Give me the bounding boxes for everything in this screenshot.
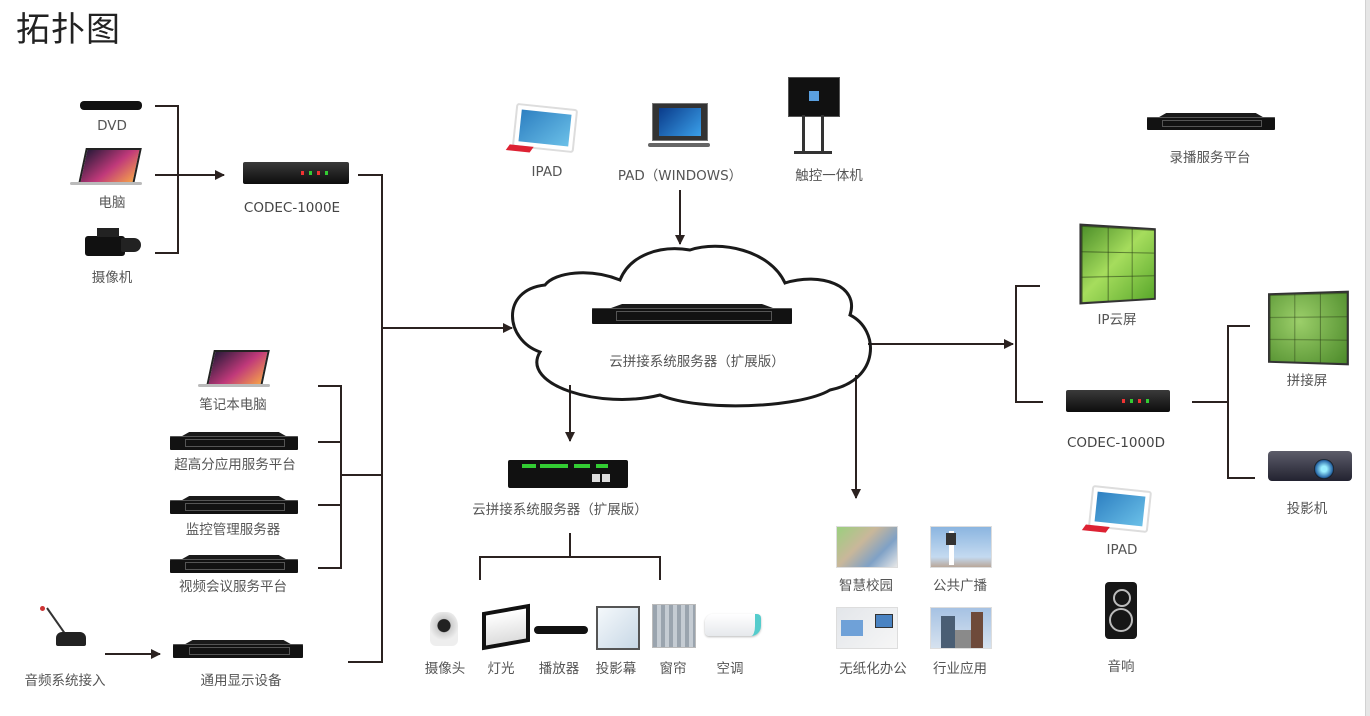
display-device-icon (173, 644, 303, 658)
notebook-label: 笔记本电脑 (199, 397, 267, 413)
air-conditioner-icon (705, 614, 761, 636)
speaker-icon (1105, 582, 1137, 639)
output-ipad-icon (1081, 484, 1153, 534)
line-dvd (155, 105, 179, 254)
ipad-icon (505, 102, 579, 154)
speaker-label: 音响 (1107, 659, 1135, 675)
projector-icon (1268, 445, 1352, 485)
ptz-camera-icon (430, 612, 458, 646)
monitor-server-icon (170, 500, 298, 514)
app-paperless-label: 无纸化办公 (839, 661, 907, 677)
app-campus-label: 智慧校园 (839, 578, 893, 594)
app-industry-label: 行业应用 (933, 661, 987, 677)
cloud-server-label: 云拼接系统服务器（扩展版） (609, 354, 785, 370)
output-ipad-label: IPAD (1106, 542, 1138, 558)
public-broadcast-image (930, 526, 992, 568)
cloud-shape (511, 244, 872, 408)
camera-label: 摄像机 (91, 270, 133, 286)
monitor-server-label: 监控管理服务器 (185, 522, 281, 538)
device-screen-label: 投影幕 (595, 661, 637, 677)
dvd-label: DVD (97, 118, 127, 134)
microphone-icon (38, 606, 88, 650)
pad-windows-label: PAD（WINDOWS） (617, 168, 743, 184)
ip-screen-label: IP云屏 (1097, 312, 1137, 328)
windows-tablet-icon (648, 103, 710, 149)
smart-campus-image (836, 526, 898, 568)
splice-screen-icon (1268, 290, 1349, 366)
uhd-server-label: 超高分应用服务平台 (174, 457, 296, 473)
projection-screen-icon (596, 606, 640, 650)
device-ac-label: 空调 (716, 661, 744, 677)
scrollbar[interactable] (1365, 0, 1370, 716)
decoder-label: CODEC-1000D (1066, 435, 1166, 451)
dvd-player-icon (80, 101, 142, 110)
app-broadcast-label: 公共广播 (933, 578, 987, 594)
videoconf-server-icon (170, 559, 298, 573)
video-camera-icon (85, 228, 141, 258)
device-curtain-label: 窗帘 (659, 661, 687, 677)
encoder-label: CODEC-1000E (243, 200, 341, 216)
line-output-bracket (1015, 285, 1043, 403)
control-box-icon (508, 460, 628, 488)
device-light-label: 灯光 (487, 661, 515, 677)
codec-decoder-icon (1066, 390, 1170, 412)
recording-label: 录播服务平台 (1169, 150, 1251, 166)
videoconf-server-label: 视频会议服务平台 (179, 579, 287, 595)
player-icon (534, 626, 588, 634)
pc-label: 电脑 (98, 195, 126, 211)
touch-display-label: 触控一体机 (795, 168, 863, 184)
codec-encoder-icon (243, 162, 349, 184)
splice-screen-label: 拼接屏 (1286, 373, 1328, 389)
device-player-label: 播放器 (538, 661, 580, 677)
projector-label: 投影机 (1286, 501, 1328, 517)
cloud-server-icon (592, 308, 792, 324)
notebook-icon (198, 350, 272, 388)
device-camera-label: 摄像头 (424, 661, 466, 677)
uhd-server-icon (170, 436, 298, 450)
control-server-label: 云拼接系统服务器（扩展版） (472, 502, 648, 518)
touch-display-icon (788, 77, 840, 159)
industry-application-image (930, 607, 992, 649)
line-control-bracket (479, 533, 661, 580)
recording-server-icon (1147, 117, 1275, 130)
audio-source-label: 音频系统接入 (24, 673, 106, 689)
ipad-label: IPAD (531, 164, 563, 180)
line-decoder-bracket (1192, 325, 1255, 479)
curtain-icon (652, 604, 696, 648)
line-group-b (318, 385, 382, 569)
paperless-office-image (836, 607, 898, 649)
line-encoder (348, 174, 383, 663)
laptop-icon (70, 148, 144, 186)
page-title: 拓扑图 (16, 10, 121, 50)
ip-screen-icon (1079, 223, 1156, 305)
display-device-label: 通用显示设备 (200, 673, 282, 689)
